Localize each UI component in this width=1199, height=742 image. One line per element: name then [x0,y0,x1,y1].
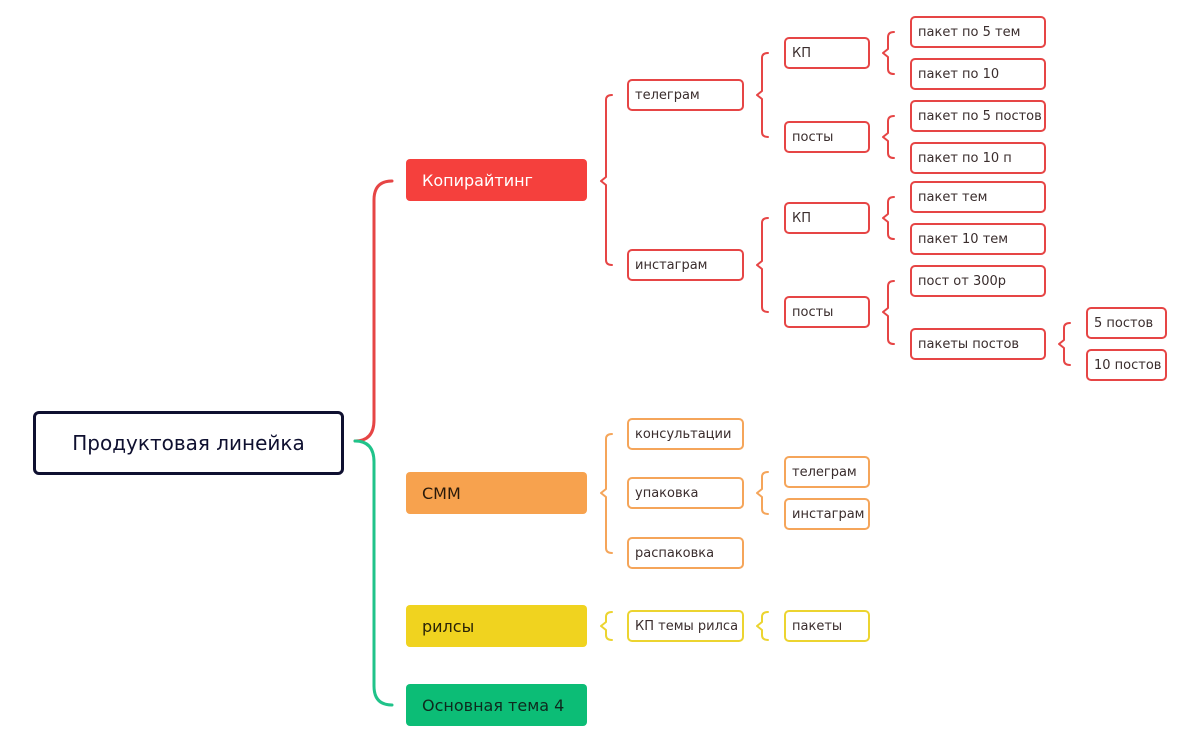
branch-reels[interactable]: рилсы [406,605,587,647]
branch-topic-4[interactable]: Основная тема 4 [406,684,587,726]
bracket-copy-ig-kp [882,196,895,240]
smm-packaging-telegram[interactable]: телеграм [784,456,870,488]
copy-tg-posts-item-1[interactable]: пакет по 5 постов [910,100,1046,132]
copy-telegram-kp-node[interactable]: КП [784,37,870,69]
branch-copywriting[interactable]: Копирайтинг [406,159,587,201]
bracket-copy-instagram [756,217,769,313]
reels-kp-node[interactable]: КП темы рилса [627,610,744,642]
bracket-smm [600,433,613,554]
copy-telegram-node[interactable]: телеграм [627,79,744,111]
copy-tg-kp-item-1[interactable]: пакет по 5 тем [910,16,1046,48]
root-topic[interactable]: Продуктовая линейка [33,411,344,475]
copy-tg-kp-item-2[interactable]: пакет по 10 [910,58,1046,90]
copy-ig-posts-single[interactable]: пост от 300р [910,265,1046,297]
smm-packaging-instagram[interactable]: инстаграм [784,498,870,530]
copy-ig-packages-item-1[interactable]: 5 постов [1086,307,1167,339]
smm-packaging-node[interactable]: упаковка [627,477,744,509]
bracket-copy-telegram [756,52,769,138]
copy-telegram-posts-node[interactable]: посты [784,121,870,153]
bracket-copy-tg-posts [882,115,895,159]
bracket-copywriting [600,94,613,266]
connector-root-topic4 [353,439,394,707]
bracket-copy-tg-kp [882,31,895,75]
bracket-copy-ig-packages [1058,322,1071,366]
smm-unpacking-node[interactable]: распаковка [627,537,744,569]
copy-instagram-node[interactable]: инстаграм [627,249,744,281]
reels-packages-node[interactable]: пакеты [784,610,870,642]
bracket-smm-packaging [756,471,769,515]
copy-ig-posts-packages[interactable]: пакеты постов [910,328,1046,360]
copy-instagram-posts-node[interactable]: посты [784,296,870,328]
copy-ig-kp-item-2[interactable]: пакет 10 тем [910,223,1046,255]
bracket-copy-ig-posts [882,280,895,345]
connector-root-copywriting [353,179,394,443]
copy-instagram-kp-node[interactable]: КП [784,202,870,234]
copy-ig-packages-item-2[interactable]: 10 постов [1086,349,1167,381]
bracket-reels-kp [756,611,769,641]
bracket-reels [600,611,613,641]
copy-ig-kp-item-1[interactable]: пакет тем [910,181,1046,213]
branch-smm[interactable]: СММ [406,472,587,514]
copy-tg-posts-item-2[interactable]: пакет по 10 п [910,142,1046,174]
smm-consult-node[interactable]: консультации [627,418,744,450]
